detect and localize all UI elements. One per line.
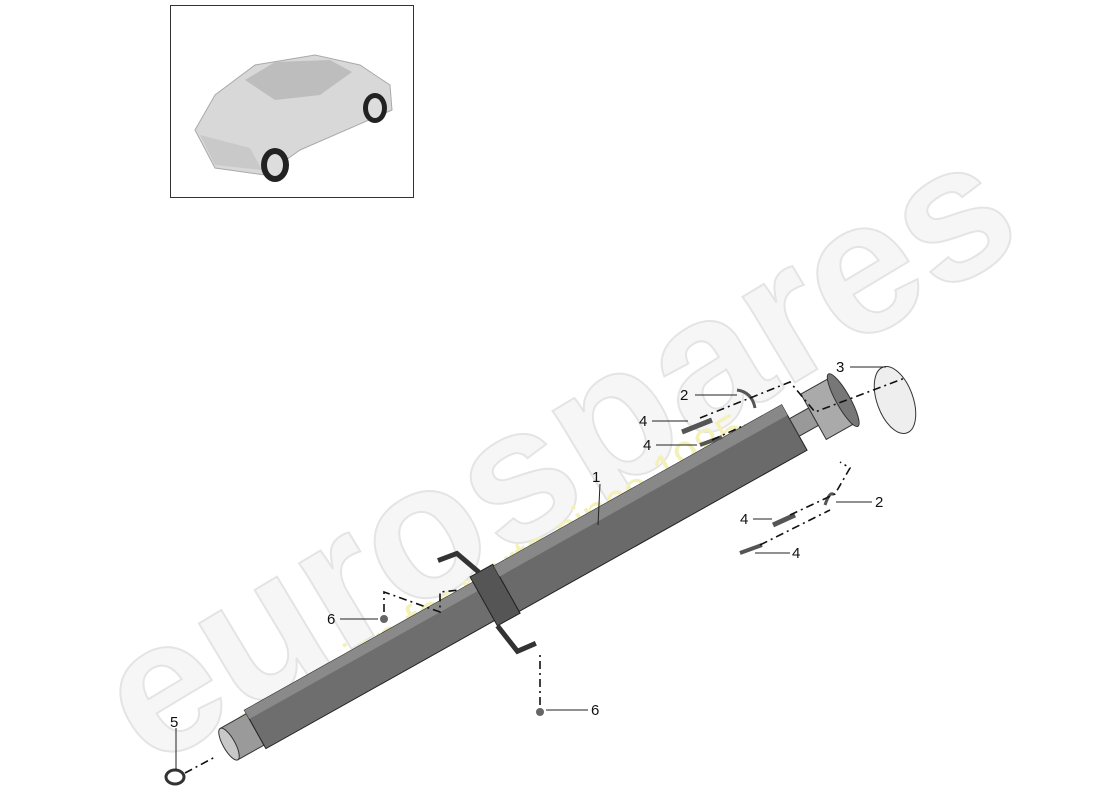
bolt-part <box>771 512 797 528</box>
propeller-shaft <box>218 373 860 761</box>
watermark-brand: eurospares <box>62 96 1049 800</box>
callout-5[interactable]: 5 <box>170 714 178 731</box>
callout-1[interactable]: 1 <box>592 469 600 486</box>
callout-4[interactable]: 4 <box>639 413 647 430</box>
bolt-part <box>380 615 388 623</box>
watermark: eurospares a passion for parts since 198… <box>61 95 1050 800</box>
bolt-part <box>681 417 713 435</box>
callout-4[interactable]: 4 <box>792 545 800 562</box>
bolt-part <box>739 543 763 555</box>
callout-4[interactable]: 4 <box>740 511 748 528</box>
retaining-plate-part <box>823 492 836 506</box>
callouts: 1 2 2 3 4 4 4 4 5 6 6 <box>170 359 886 770</box>
bearing-bracket <box>495 624 537 655</box>
bolt-part <box>699 435 723 447</box>
callout-2[interactable]: 2 <box>680 387 688 404</box>
car-icon <box>194 54 393 182</box>
vehicle-thumbnail <box>170 5 414 198</box>
callout-2[interactable]: 2 <box>875 494 883 511</box>
retaining-plate-part <box>736 388 757 409</box>
callout-6[interactable]: 6 <box>327 611 335 628</box>
callout-6[interactable]: 6 <box>591 702 599 719</box>
bolt-part <box>536 708 544 716</box>
clamp-ring-part <box>164 768 186 786</box>
callout-4[interactable]: 4 <box>643 437 651 454</box>
callout-3[interactable]: 3 <box>836 359 844 376</box>
